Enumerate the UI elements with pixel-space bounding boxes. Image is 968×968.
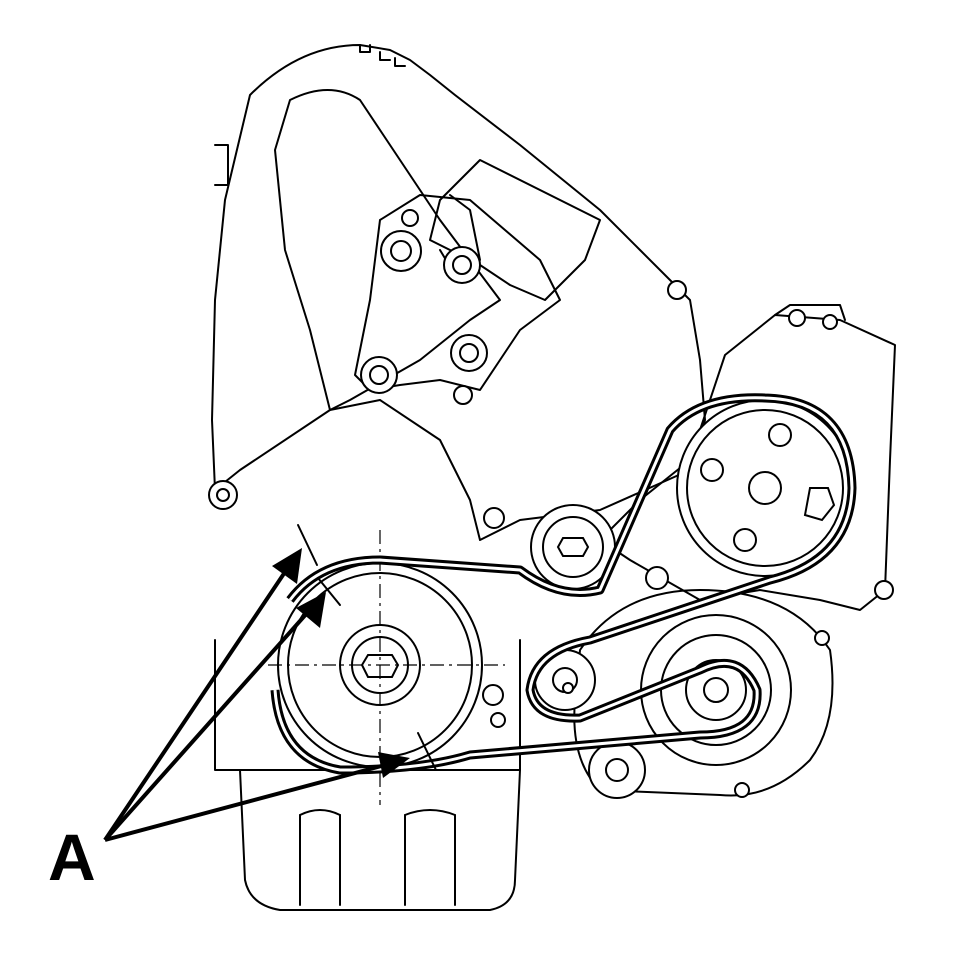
callout-arrows (103, 548, 410, 842)
alternator (573, 589, 834, 799)
bolt (490, 712, 506, 728)
callout-label: A (48, 820, 96, 894)
drive-belt (270, 393, 857, 775)
tensioner-pulley (530, 504, 616, 590)
crankshaft-pulley (268, 530, 505, 805)
timing-cover (208, 44, 706, 541)
alignment-mark (297, 524, 318, 566)
alignment-mark (417, 732, 437, 771)
pump-housing (599, 304, 896, 611)
alignment-mark (317, 577, 341, 606)
mounting-bracket (354, 159, 601, 405)
pump-pulley (676, 399, 854, 577)
bolt (645, 566, 669, 590)
bolt (482, 684, 504, 706)
